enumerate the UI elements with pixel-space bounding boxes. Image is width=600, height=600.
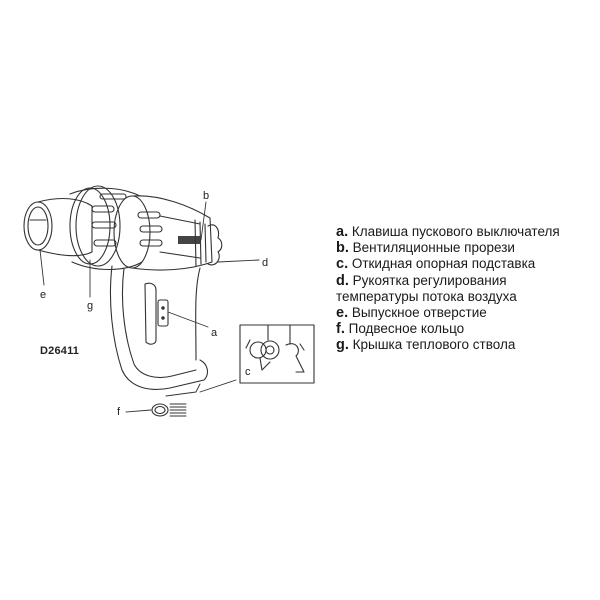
model-number: D26411 bbox=[40, 345, 80, 357]
legend-item-c: c. Откидная опорная подставка bbox=[336, 256, 536, 273]
legend-item-b: b. Вентиляционные прорези bbox=[336, 240, 515, 257]
legend-item-d: d. Рукоятка регулирования bbox=[336, 272, 507, 289]
callout-leaders bbox=[39, 201, 260, 413]
callout-e: e bbox=[40, 289, 47, 301]
legend-item-a: a. Клавиша пускового выключателя bbox=[336, 224, 560, 240]
callout-b: b bbox=[203, 190, 210, 202]
nozzle-outlet bbox=[23, 197, 93, 257]
callout-f: f bbox=[117, 406, 121, 418]
stand-detail-inset bbox=[239, 324, 315, 384]
gun-handle bbox=[109, 265, 209, 390]
legend-item-f: f. Подвесное кольцо bbox=[336, 321, 465, 338]
legend-item-e: e. Выпускное отверстие bbox=[336, 305, 487, 322]
legend-item-g: g. Крышка теплового ствола bbox=[336, 337, 516, 354]
parts-legend: a. Клавиша пускового выключателя b. Вент… bbox=[336, 224, 560, 354]
gun-body bbox=[113, 195, 223, 271]
callout-g: g bbox=[87, 300, 94, 312]
legend-item-d-cont: температуры потока воздуха bbox=[336, 288, 517, 304]
cord-spring bbox=[165, 383, 201, 417]
callout-a: a bbox=[211, 327, 218, 339]
barrel-cap bbox=[69, 185, 143, 270]
callout-c: c bbox=[245, 366, 251, 378]
hang-ring bbox=[151, 403, 169, 417]
callout-d: d bbox=[262, 257, 269, 269]
